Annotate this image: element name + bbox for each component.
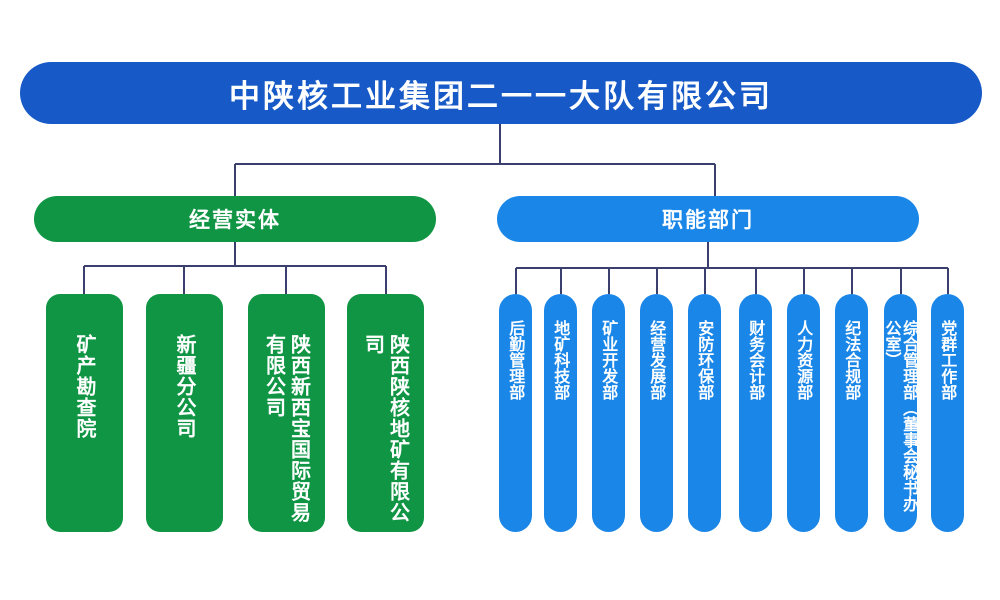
root-node: 中陕核工业集团二一一大队有限公司 [20, 62, 982, 124]
dept-label: 综合管理部（董事会秘书办公室） [884, 320, 917, 512]
unit-xinjiang-branch: 新疆分公司 [146, 294, 223, 532]
branch-business-entities: 经营实体 [34, 196, 436, 242]
dept-label: 党群工作部 [938, 320, 958, 400]
root-label: 中陕核工业集团二一一大队有限公司 [229, 78, 773, 115]
dept-label: 地矿科技部 [551, 320, 571, 400]
dept-party-affairs: 党群工作部 [931, 294, 964, 532]
dept-label: 矿业开发部 [599, 320, 619, 400]
dept-human-resources: 人力资源部 [787, 294, 820, 532]
branch-label: 经营实体 [189, 208, 281, 232]
unit-shaanxi-geology-mining: 陕西陕核地矿有限公司 [347, 294, 424, 532]
dept-label: 经营发展部 [647, 320, 667, 400]
dept-geology-technology: 地矿科技部 [544, 294, 577, 532]
dept-label: 财务会计部 [746, 320, 766, 400]
branch-functional-departments: 职能部门 [497, 196, 919, 242]
branch-label: 职能部门 [662, 208, 754, 232]
unit-xibao-trading: 陕西新西宝国际贸易有限公司 [248, 294, 325, 532]
unit-label: 新疆分公司 [173, 334, 197, 439]
unit-label: 陕西陕核地矿有限公司 [361, 334, 411, 523]
dept-label: 人力资源部 [794, 320, 814, 400]
dept-compliance: 纪法合规部 [835, 294, 868, 532]
dept-mining-development: 矿业开发部 [592, 294, 625, 532]
unit-label: 陕西新西宝国际贸易有限公司 [262, 334, 312, 523]
dept-finance-accounting: 财务会计部 [739, 294, 772, 532]
dept-label: 后勤管理部 [506, 320, 526, 400]
dept-label: 纪法合规部 [842, 320, 862, 400]
dept-business-development: 经营发展部 [640, 294, 673, 532]
unit-label: 矿产勘查院 [73, 334, 97, 439]
unit-mineral-exploration-institute: 矿产勘查院 [46, 294, 123, 532]
dept-general-management: 综合管理部（董事会秘书办公室） [884, 294, 917, 532]
dept-logistics-management: 后勤管理部 [499, 294, 532, 532]
dept-label: 安防环保部 [695, 320, 715, 400]
dept-safety-environment: 安防环保部 [688, 294, 721, 532]
